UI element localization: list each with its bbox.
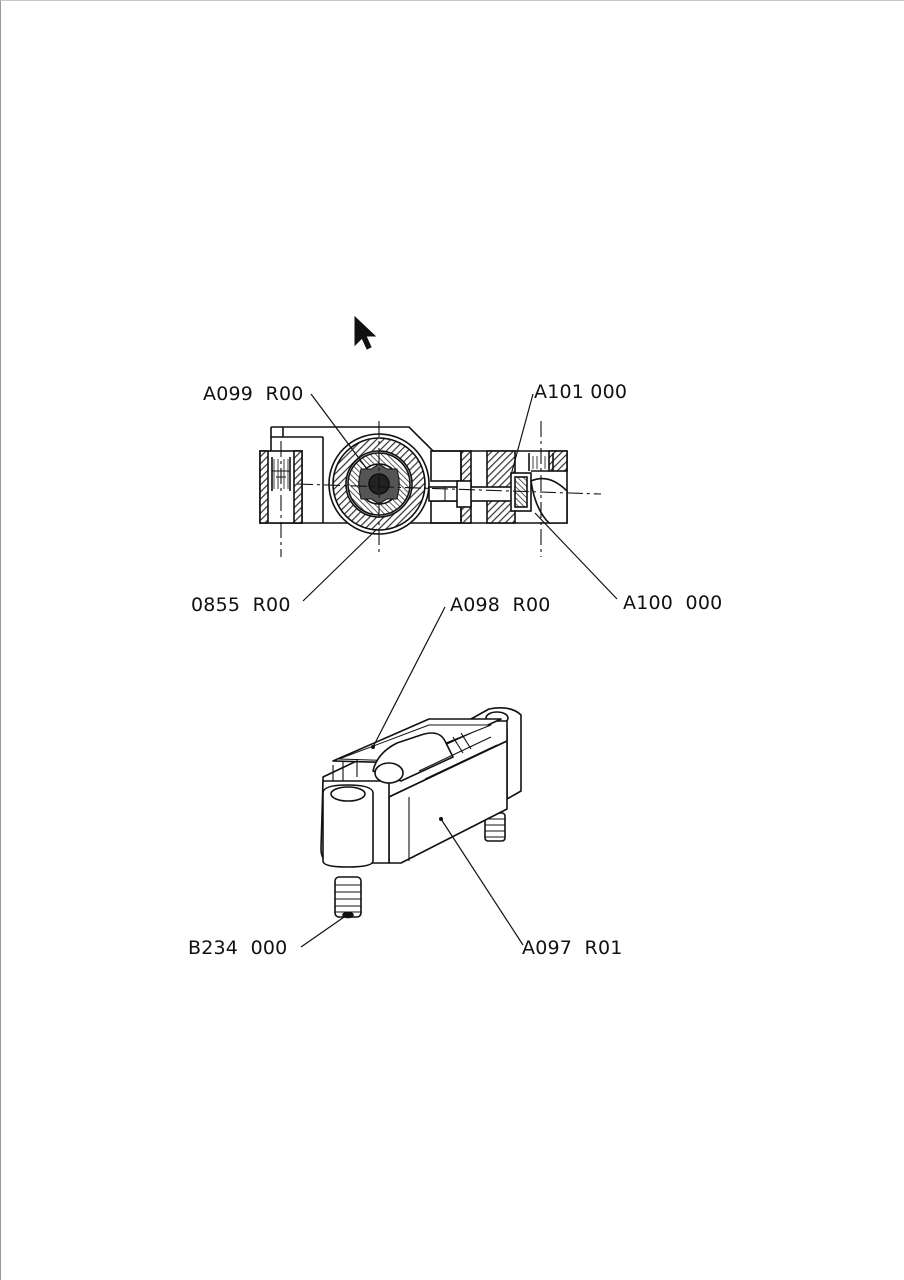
isometric-leaders (300, 606, 524, 948)
arrow-cursor-icon (354, 315, 377, 350)
leader-dots (371, 745, 443, 821)
callout-a101: A101 000 (534, 381, 628, 403)
section-view (259, 421, 602, 557)
callout-a100: A100 000 (623, 592, 723, 614)
callout-a098: A098 R00 (450, 594, 551, 616)
section-leaders (302, 393, 618, 602)
callout-a099: A099 R00 (203, 383, 304, 405)
callout-b234: B234 000 (188, 937, 288, 959)
callout-0855: 0855 R00 (191, 594, 291, 616)
callout-a097: A097 R01 (522, 937, 623, 959)
isometric-view (320, 707, 522, 919)
